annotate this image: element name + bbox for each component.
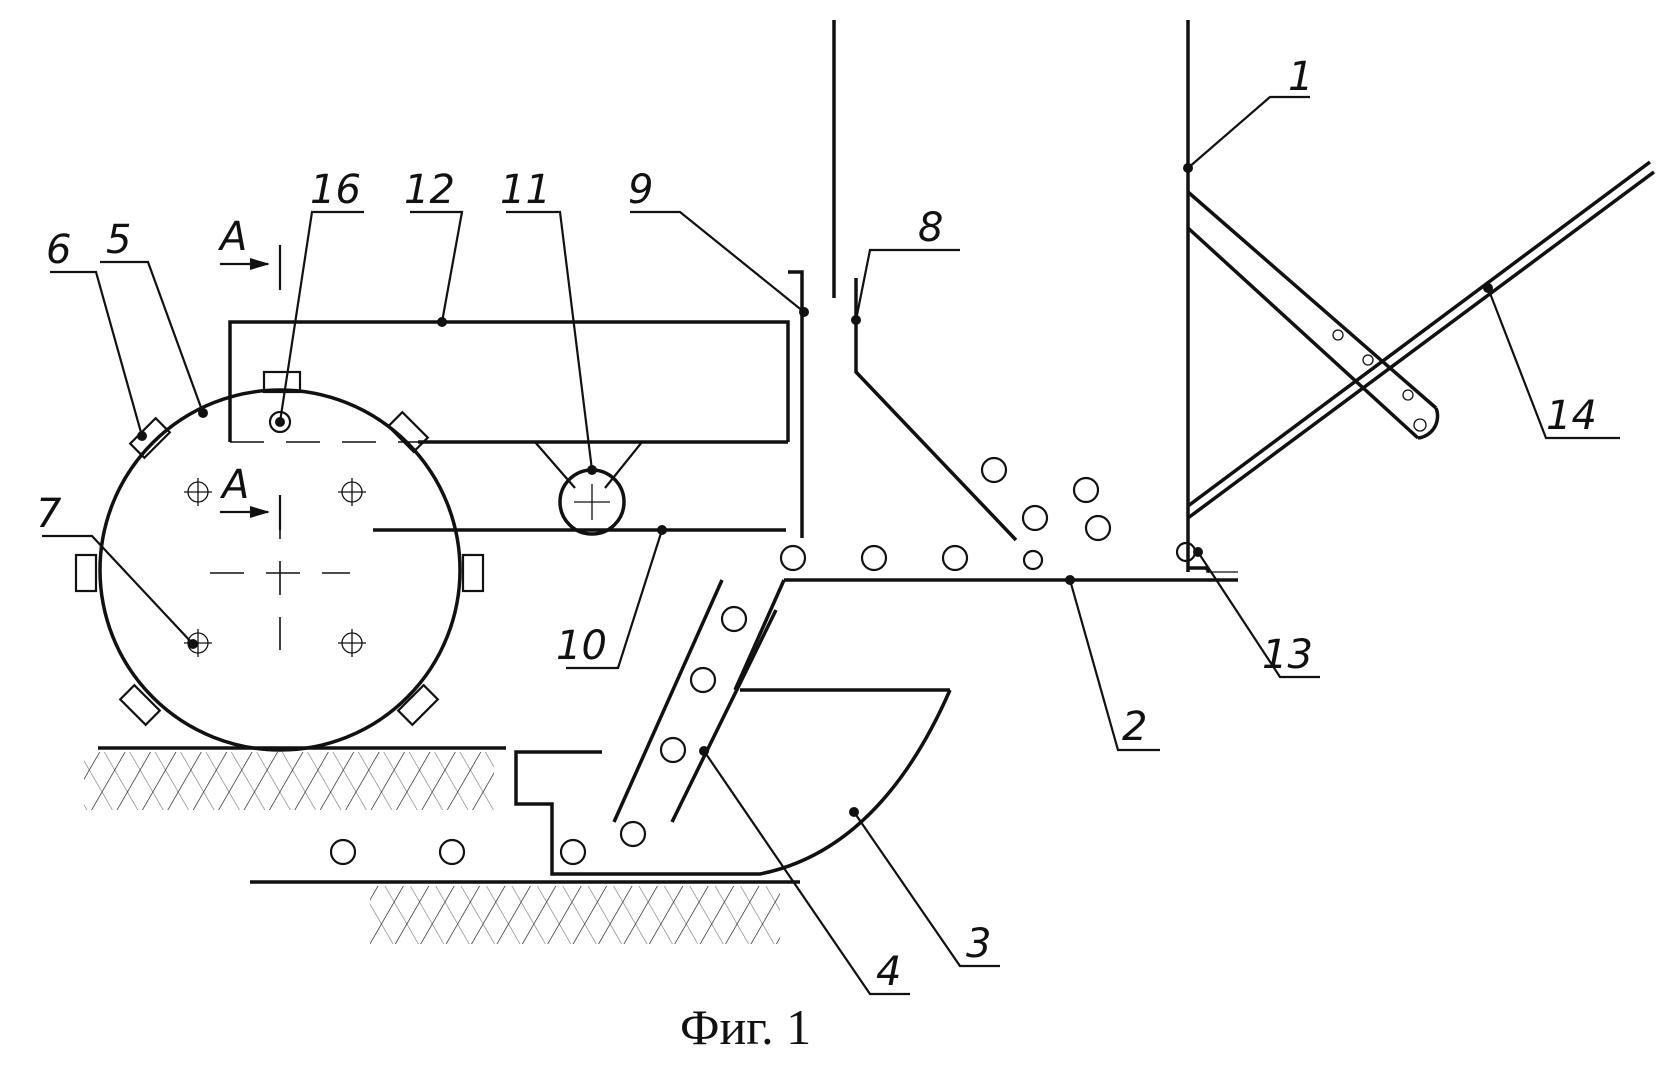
label-6: 6 [46, 227, 71, 273]
label-7: 7 [36, 491, 62, 537]
label-16: 16 [310, 167, 361, 213]
fastening-bolts [184, 478, 366, 657]
wheel-lug [463, 555, 483, 591]
label-14: 14 [1546, 393, 1597, 439]
section-label-top: A [217, 214, 247, 260]
leader-lines [42, 97, 1620, 994]
label-2: 2 [1122, 704, 1147, 750]
label-5: 5 [106, 217, 131, 263]
wheel-lug [398, 685, 438, 725]
wheel-lug [130, 418, 170, 458]
label-4: 4 [876, 949, 901, 995]
label-8: 8 [918, 205, 943, 251]
label-10: 10 [556, 623, 607, 669]
seed-chute [614, 580, 776, 822]
wheel-lug [120, 685, 160, 725]
wheel-lug [388, 412, 428, 452]
figure-caption: Фиг. 1 [680, 999, 811, 1055]
label-1: 1 [1288, 54, 1313, 100]
wheel-lug [76, 555, 96, 591]
pressure-roller [560, 470, 624, 534]
label-11: 11 [500, 167, 551, 213]
ground-lower [250, 882, 800, 944]
label-13: 13 [1262, 632, 1313, 678]
label-9: 9 [628, 167, 653, 213]
packing-wheel [76, 372, 483, 750]
drawbar [1188, 162, 1654, 518]
deflector-8 [856, 278, 1016, 540]
ground-upper [84, 748, 506, 810]
label-3: 3 [966, 921, 991, 967]
label-12: 12 [404, 167, 455, 213]
section-label-bottom: A [219, 462, 249, 508]
frame-bar [230, 322, 788, 488]
